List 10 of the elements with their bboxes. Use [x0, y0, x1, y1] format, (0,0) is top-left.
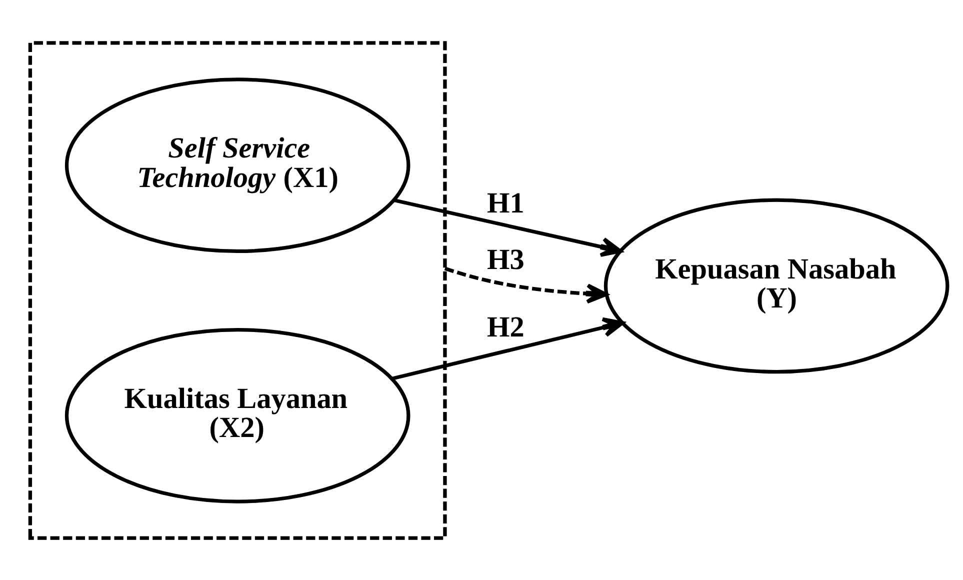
arrow [444, 266, 608, 304]
arrow [392, 316, 624, 380]
edge-label: H2 [486, 311, 524, 344]
edge-label: H3 [486, 244, 524, 276]
node-ellipse: Self Service Technology (X1) [64, 77, 410, 253]
arrow [394, 198, 622, 256]
node-ellipse: Kualitas Layanan (X2) [64, 327, 410, 503]
node-ellipse: Kepuasan Nasabah (Y) [604, 198, 950, 374]
edge-label: H1 [486, 186, 524, 219]
cluster [28, 40, 447, 540]
